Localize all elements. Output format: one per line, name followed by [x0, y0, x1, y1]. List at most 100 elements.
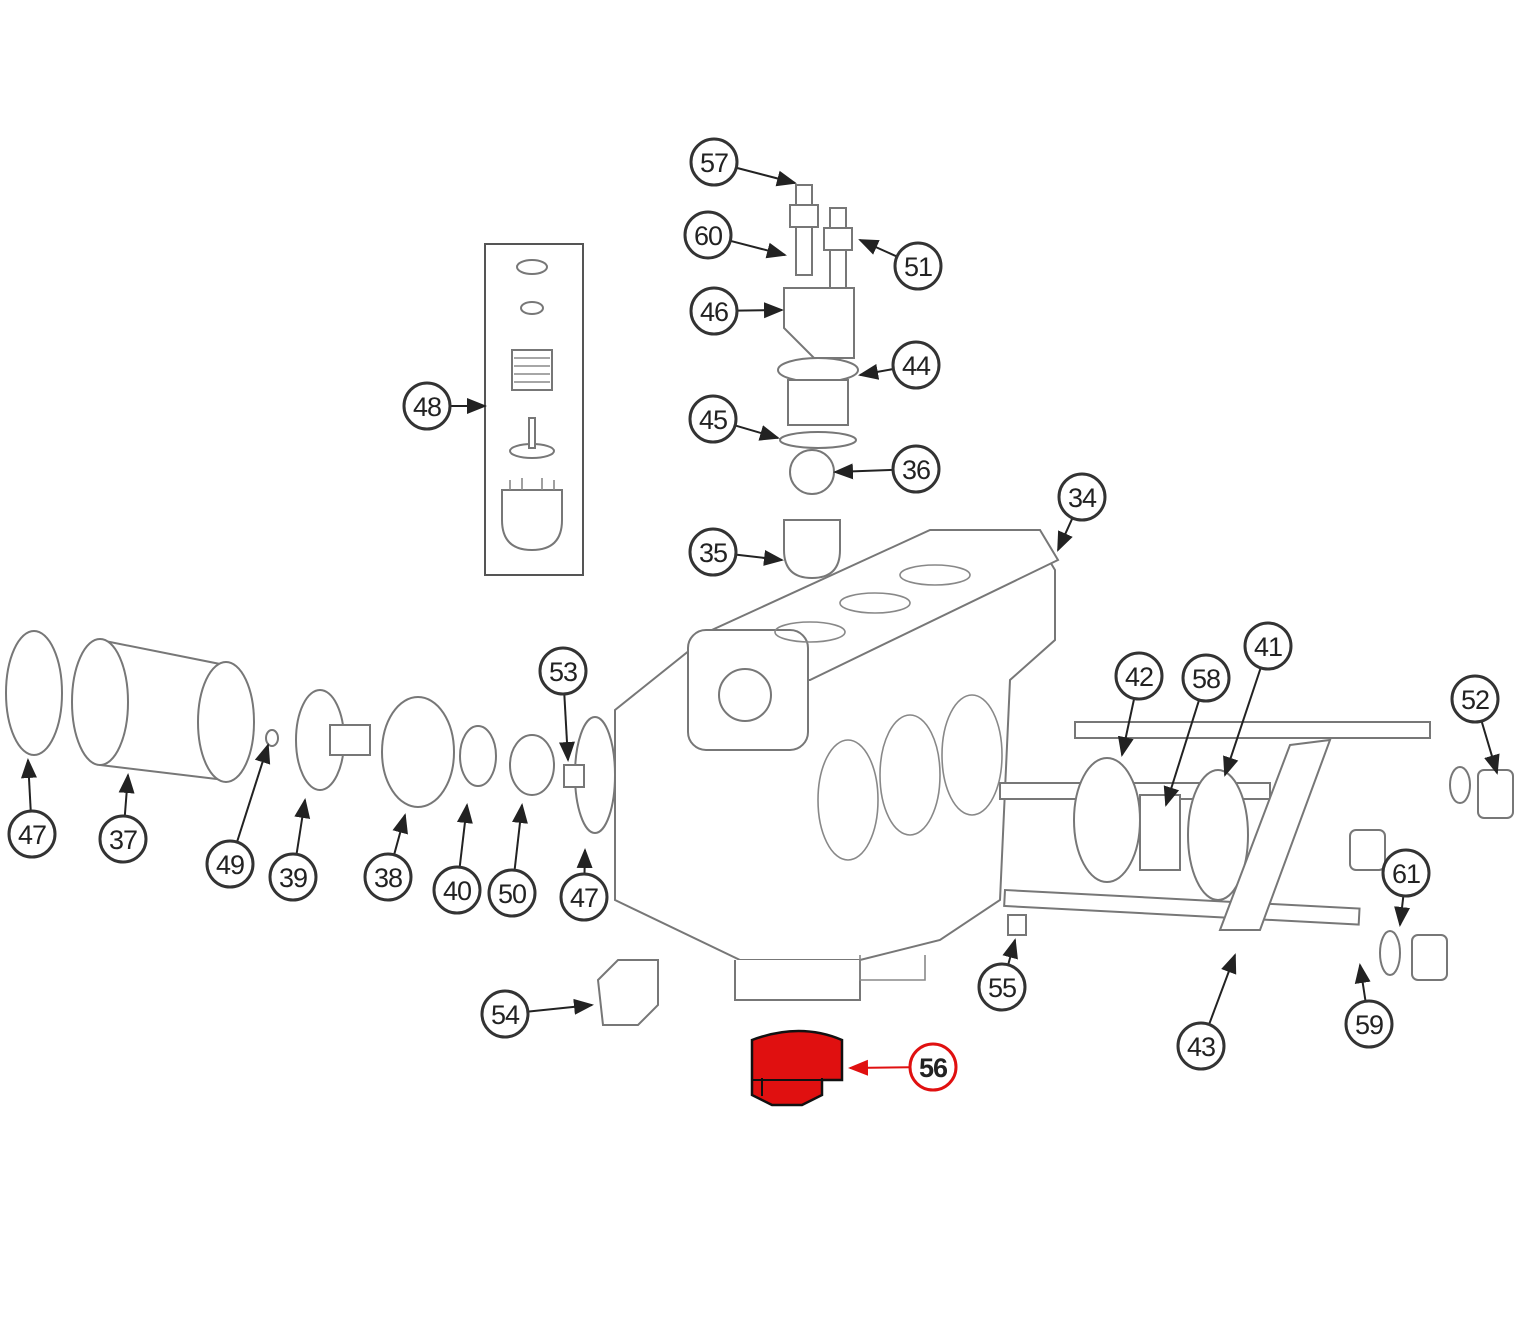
callout-49: 49	[205, 743, 271, 889]
leader-arrow	[1117, 698, 1136, 757]
callout-circle	[559, 872, 609, 922]
callout-circle	[268, 852, 318, 902]
leader-arrow	[736, 166, 797, 187]
callout-circle	[7, 809, 57, 859]
callout-57: 57	[689, 137, 797, 187]
leader-arrow	[734, 424, 780, 441]
callout-46: 46	[689, 286, 784, 336]
callout-circle	[688, 527, 738, 577]
leader-arrow	[736, 302, 784, 319]
leader-arrow	[730, 239, 787, 259]
callout-label: 60	[694, 221, 722, 251]
callout-label: 41	[1254, 632, 1282, 662]
callout-51: 51	[858, 239, 943, 291]
valve-kit-box	[484, 243, 584, 576]
callout-38: 38	[363, 813, 413, 902]
leader-arrow	[527, 998, 594, 1015]
leader-arrow	[858, 363, 894, 380]
callout-label: 52	[1461, 685, 1489, 715]
leader-arrow	[1223, 667, 1262, 777]
leader-arrow	[1002, 938, 1018, 966]
callout-label: 40	[443, 876, 471, 906]
callout-50: 50	[487, 803, 537, 918]
callout-circle	[1450, 674, 1500, 724]
callout-circle	[689, 286, 739, 336]
callout-circle	[1114, 651, 1164, 701]
callout-circle	[538, 646, 588, 696]
callout-48: 48	[402, 381, 487, 431]
callout-label: 57	[700, 148, 728, 178]
leader-arrow	[1480, 720, 1500, 775]
callout-circle	[893, 241, 943, 291]
callout-label: 48	[413, 392, 441, 422]
callout-circle	[1057, 472, 1107, 522]
leader-arrow	[456, 803, 473, 868]
callout-label: 53	[549, 657, 577, 687]
callout-circle	[363, 852, 413, 902]
callout-label: 43	[1187, 1032, 1215, 1062]
leader-arrow	[1208, 953, 1237, 1025]
callout-label: 50	[498, 879, 526, 909]
callout-53: 53	[538, 646, 588, 762]
callout-40: 40	[432, 803, 482, 915]
callout-circle	[98, 814, 148, 864]
callout-label: 47	[570, 883, 598, 913]
callout-label: 56	[919, 1053, 948, 1083]
callout-52: 52	[1450, 674, 1500, 775]
callout-36: 36	[833, 444, 941, 494]
callout-circle	[1243, 621, 1293, 671]
callout-circle	[480, 989, 530, 1039]
callout-label: 47	[18, 820, 46, 850]
callout-58: 58	[1163, 653, 1231, 807]
leader-arrow	[848, 1059, 911, 1076]
callout-label: 45	[699, 405, 727, 435]
callout-circle	[487, 868, 537, 918]
callout-circle	[1344, 999, 1394, 1049]
callout-54: 54	[480, 989, 594, 1039]
callout-circle	[1176, 1021, 1226, 1071]
left-parts	[5, 630, 659, 1026]
callout-label: 44	[902, 351, 931, 381]
callout-label: 46	[700, 297, 728, 327]
callout-label: 39	[279, 863, 307, 893]
leader-arrow	[392, 813, 408, 856]
leader-arrow	[858, 239, 898, 258]
callout-label: 54	[491, 1000, 520, 1030]
leader-arrow	[1163, 699, 1201, 807]
callout-circle	[688, 394, 738, 444]
callout-label: 35	[699, 538, 727, 568]
valve-stack	[777, 184, 859, 580]
callout-37: 37	[98, 773, 148, 864]
callout-circle	[1181, 653, 1231, 703]
callout-60: 60	[683, 210, 787, 260]
manifold-body	[614, 529, 1060, 1001]
callout-circle	[908, 1042, 958, 1092]
leader-arrow	[1394, 895, 1411, 927]
callout-circle	[977, 962, 1027, 1012]
leader-arrow	[118, 773, 135, 817]
callout-39: 39	[268, 798, 318, 902]
leader-arrow	[735, 549, 784, 566]
callout-55: 55	[977, 938, 1027, 1012]
callout-61: 61	[1381, 848, 1431, 927]
callout-circle	[205, 839, 255, 889]
right-parts	[999, 721, 1514, 981]
callout-56: 56	[848, 1042, 958, 1092]
leader-arrow	[20, 758, 37, 812]
callout-label: 42	[1125, 662, 1153, 692]
leader-arrow	[294, 798, 311, 855]
callout-47: 47	[7, 758, 57, 859]
callout-circle	[891, 340, 941, 390]
leader-arrow	[576, 848, 593, 875]
leader-arrow	[512, 803, 528, 871]
callout-label: 55	[988, 973, 1016, 1003]
callout-label: 38	[374, 863, 402, 893]
callout-41: 41	[1223, 621, 1293, 777]
callout-34: 34	[1057, 472, 1107, 552]
leader-arrow	[559, 693, 575, 762]
callout-label: 37	[109, 825, 137, 855]
callout-35: 35	[688, 527, 784, 577]
callout-label: 51	[904, 252, 932, 282]
callout-label: 49	[216, 850, 244, 880]
